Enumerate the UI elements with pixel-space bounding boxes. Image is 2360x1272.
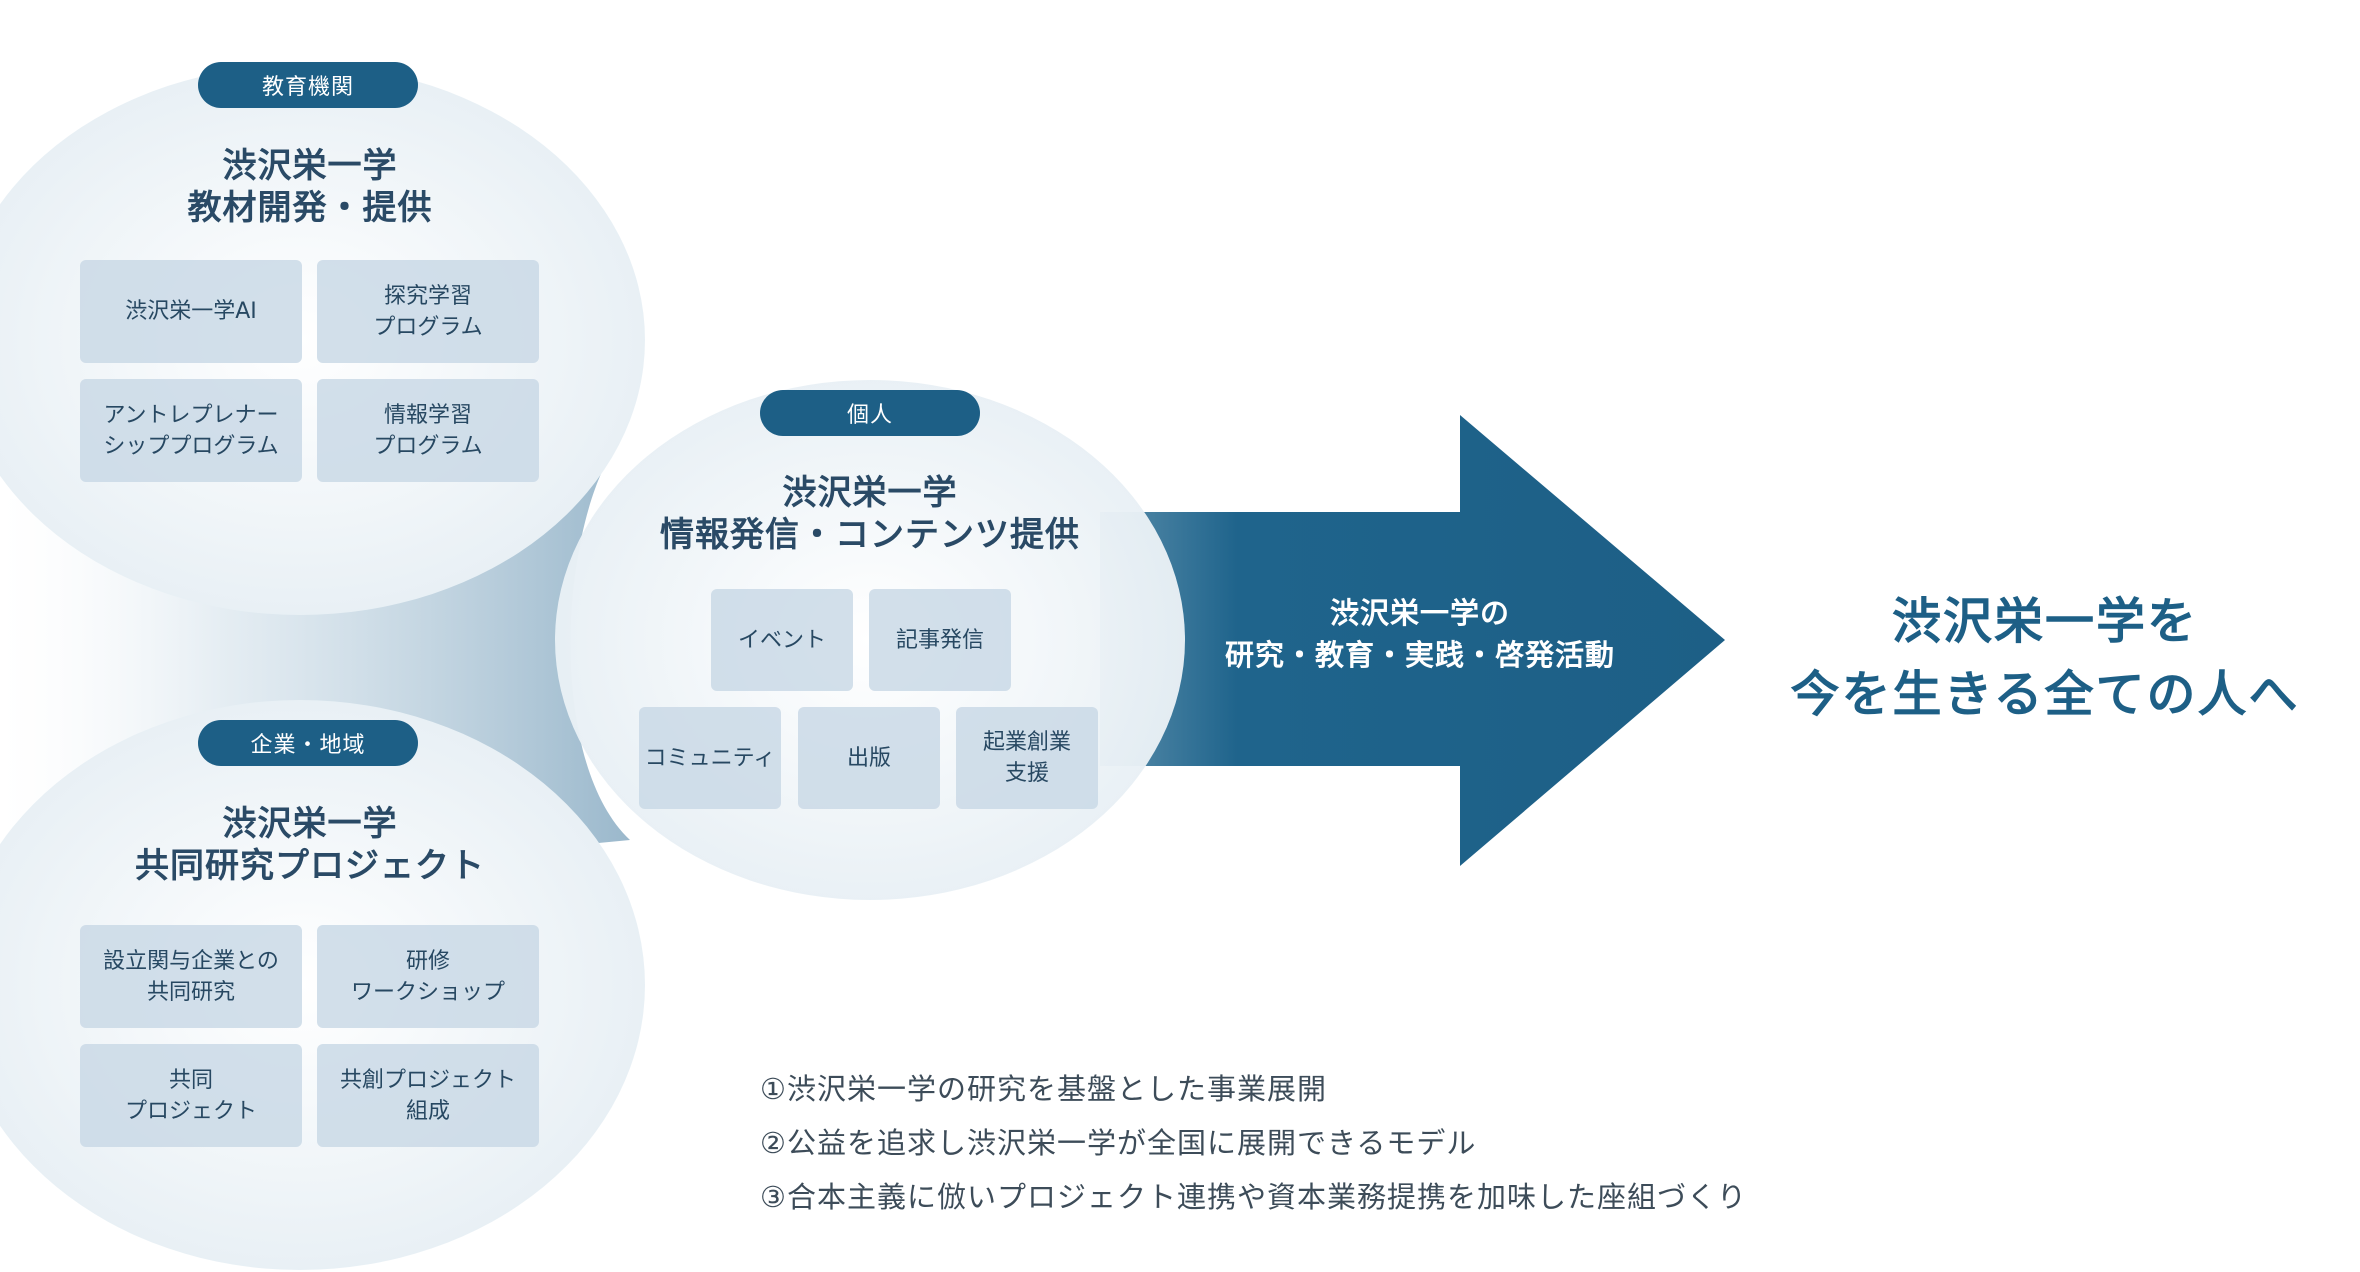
education-item-label: プログラム (373, 314, 483, 340)
individual-item-community: コミュニティ (639, 707, 781, 809)
note-item: ②公益を追求し渋沢栄一学が全国に展開できるモデル (760, 1126, 1477, 1160)
individual-item-startup: 起業創業 支援 (956, 707, 1098, 809)
corporate-item-label: 共同研究 (146, 979, 235, 1005)
education-item-label: シッププログラム (103, 433, 279, 459)
education-item-inquiry: 探究学習 プログラム (317, 260, 539, 363)
education-item-entrepreneurship: アントレプレナー シッププログラム (80, 379, 302, 482)
goal-statement: 渋沢栄一学を 今を生きる全ての人へ (1735, 585, 2355, 731)
education-badge: 教育機関 (198, 62, 418, 108)
individual-title-line-1: 渋沢栄一学 (782, 473, 958, 513)
education-item-information: 情報学習 プログラム (317, 379, 539, 482)
corporate-title-line-2: 共同研究プロジェクト (135, 846, 485, 886)
goal-line-1: 渋沢栄一学を (1891, 592, 2198, 650)
corporate-item-joint-project: 共同 プロジェクト (80, 1044, 302, 1147)
individual-title: 渋沢栄一学 情報発信・コンテンツ提供 (620, 472, 1120, 556)
individual-item-label: コミュニティ (644, 745, 776, 771)
corporate-item-co-creation: 共創プロジェクト 組成 (317, 1044, 539, 1147)
individual-item-label: 起業創業 (982, 730, 1071, 755)
note-item: ③合本主義に倣いプロジェクト連携や資本業務提携を加味した座組づくり (760, 1180, 1747, 1214)
corporate-item-label: 組成 (405, 1098, 450, 1124)
education-item-ai: 渋沢栄一学AI (80, 260, 302, 363)
corporate-item-label: 研修 (405, 948, 450, 974)
goal-line-2: 今を生きる全ての人へ (1790, 665, 2300, 723)
corporate-item-joint-research: 設立関与企業との 共同研究 (80, 925, 302, 1028)
corporate-item-label: 共同 (168, 1067, 213, 1093)
individual-item-article: 記事発信 (869, 589, 1011, 691)
arrow-label-line-2: 研究・教育・実践・啓発活動 (1224, 638, 1615, 672)
corporate-item-training: 研修 ワークショップ (317, 925, 539, 1028)
education-title-line-1: 渋沢栄一学 (222, 146, 398, 186)
notes-list: ①渋沢栄一学の研究を基盤とした事業展開 ②公益を追求し渋沢栄一学が全国に展開でき… (760, 1062, 1747, 1224)
arrow-label-line-1: 渋沢栄一学の (1329, 596, 1510, 630)
education-item-label: 探究学習 (383, 283, 472, 309)
corporate-title: 渋沢栄一学 共同研究プロジェクト (110, 803, 510, 887)
individual-badge: 個人 (760, 390, 980, 436)
corporate-badge: 企業・地域 (198, 720, 418, 766)
note-item: ①渋沢栄一学の研究を基盤とした事業展開 (760, 1072, 1327, 1106)
individual-item-label: 記事発信 (895, 627, 984, 653)
corporate-item-label: ワークショップ (350, 979, 505, 1005)
education-item-label: アントレプレナー (103, 402, 279, 428)
education-title-line-2: 教材開発・提供 (187, 188, 433, 228)
individual-item-label: イベント (737, 627, 826, 653)
corporate-item-label: 設立関与企業との (103, 948, 279, 974)
individual-title-line-2: 情報発信・コンテンツ提供 (660, 515, 1080, 555)
individual-item-publishing: 出版 (798, 707, 940, 809)
corporate-title-line-1: 渋沢栄一学 (222, 804, 398, 844)
education-title: 渋沢栄一学 教材開発・提供 (140, 145, 480, 229)
arrow-label: 渋沢栄一学の 研究・教育・実践・啓発活動 (1190, 592, 1650, 676)
education-item-label: 情報学習 (383, 402, 472, 428)
education-item-label: 渋沢栄一学AI (125, 299, 257, 324)
individual-item-event: イベント (711, 589, 853, 691)
individual-item-label: 出版 (846, 745, 891, 771)
education-item-label: プログラム (373, 433, 483, 459)
corporate-item-label: 共創プロジェクト (339, 1067, 516, 1093)
main-arrow (1100, 415, 1725, 866)
individual-item-label: 支援 (1004, 761, 1049, 786)
corporate-item-label: プロジェクト (124, 1098, 257, 1124)
